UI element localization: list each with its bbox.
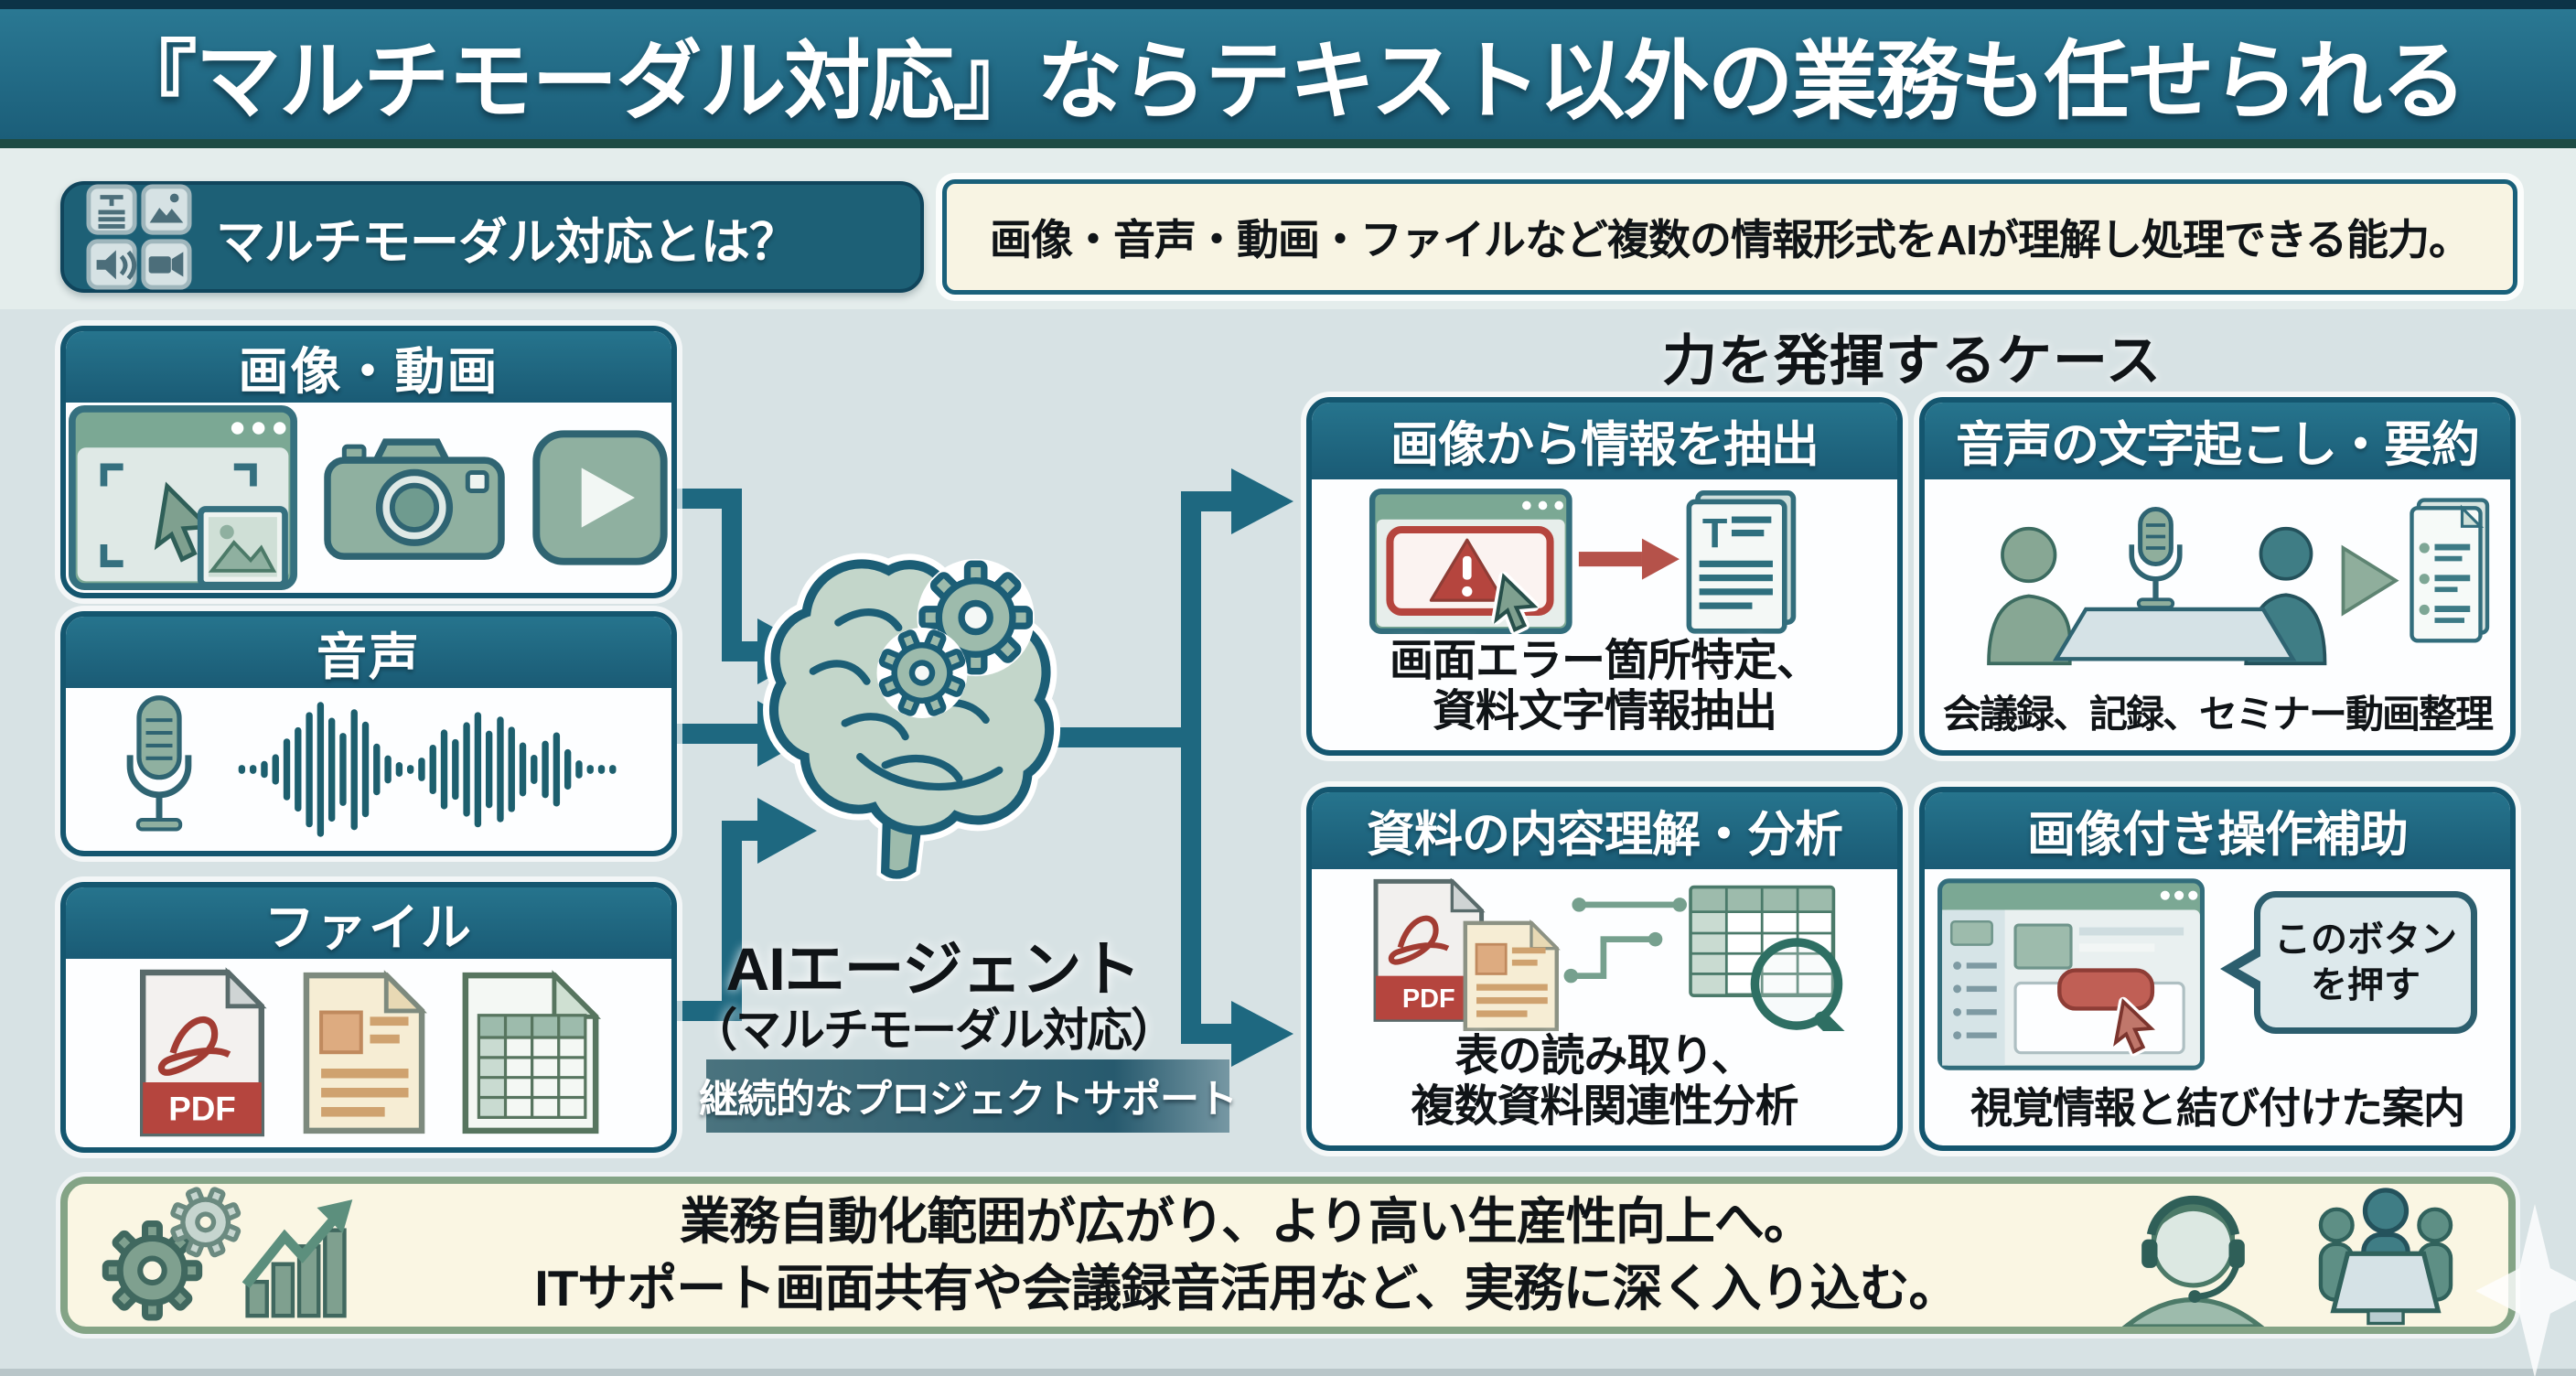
- modality-grid-icon: [86, 184, 192, 290]
- input-box-body: [66, 688, 671, 851]
- input-box-header: 画像・動画: [66, 331, 671, 403]
- text-document-icon: [1463, 919, 1561, 1031]
- camera-icon: [324, 438, 505, 560]
- page-title: 『マルチモーダル対応』ならテキスト以外の業務も任せられる: [111, 33, 2466, 129]
- agent-banner: 継続的なプロジェクトサポート: [699, 1059, 1238, 1133]
- case-caption: 視覚情報と結び付けた案内: [1970, 1083, 2465, 1132]
- case-title: 画像付き操作補助: [2027, 808, 2409, 862]
- definition-text: 画像・音声・動画・ファイルなど複数の情報形式をAIが理解し処理できる能力。: [989, 216, 2471, 263]
- doc-letter-glyph: T: [1702, 510, 1727, 556]
- ai-brain-icon: [763, 553, 1060, 881]
- team-icon: [2318, 1188, 2453, 1326]
- definition-label-text: マルチモーダル対応とは？: [216, 214, 799, 270]
- input-box-audio: 音声: [60, 611, 677, 856]
- input-box-files: ファイル PDF: [60, 882, 677, 1153]
- input-title: 音声: [316, 629, 421, 685]
- agent-subtitle: （マルチモーダル対応）: [692, 1005, 1176, 1056]
- cursor-icon: [1494, 573, 1539, 632]
- microphone-icon: [126, 695, 192, 832]
- case-caption: 表の読み取り、 複数資料関連性分析: [1411, 1031, 1798, 1132]
- input-box-header: 音声: [66, 617, 671, 688]
- pdf-file-icon: PDF: [140, 967, 267, 1137]
- multimodal-definition-label: マルチモーダル対応とは？: [60, 181, 924, 293]
- title-band: 『マルチモーダル対応』ならテキスト以外の業務も任せられる: [0, 9, 2576, 139]
- arrow-right-icon: [2341, 544, 2399, 617]
- input-box-body: PDF: [66, 959, 671, 1147]
- agent-name: AIエージェント: [725, 935, 1142, 1003]
- case-title: 音声の文字起こし・要約: [1956, 418, 2480, 472]
- footer-line-1: 業務自動化範囲が広がり、より高い生産性向上へ。: [680, 1193, 1814, 1251]
- case-box-image-extraction: 画像から情報を抽出 T: [1306, 397, 1903, 756]
- footer-text: 業務自動化範囲が広がり、より高い生産性向上へ。 ITサポート画面共有や会議録音活…: [402, 1188, 2090, 1321]
- pdf-badge-text: PDF: [1402, 984, 1455, 1014]
- case-caption: 画面エラー箇所特定、 資料文字情報抽出: [1389, 636, 1820, 736]
- speech-bubble: このボタン を押す: [2220, 891, 2477, 1034]
- cases-heading: 力を発揮するケース: [1662, 330, 2162, 392]
- document-analysis-illustration: PDF: [1373, 878, 1852, 1031]
- case-title: 資料の内容理解・分析: [1367, 808, 1843, 862]
- definition-box: 画像・音声・動画・ファイルなど複数の情報形式をAIが理解し処理できる能力。: [942, 179, 2517, 295]
- spreadsheet-icon: [462, 970, 602, 1134]
- cursor-icon: [2113, 998, 2156, 1055]
- input-box-images-video: 画像・動画: [60, 326, 677, 598]
- gear-icon: [876, 628, 968, 718]
- case-caption: 会議録、記録、セミナー動画整理: [1942, 693, 2494, 736]
- speech-bubble-tail: [2238, 954, 2264, 984]
- link-connector-icon: [1563, 898, 1687, 984]
- magnifier-icon: [1750, 938, 1843, 1030]
- visual-assist-illustration: このボタン を押す: [1932, 878, 2503, 1072]
- pdf-badge-text: PDF: [168, 1091, 236, 1128]
- case-box-document-analysis: 資料の内容理解・分析 PDF: [1306, 787, 1903, 1151]
- meeting-transcription-illustration: [1987, 498, 2490, 666]
- browser-screenshot-icon: [69, 405, 297, 590]
- automation-growth-icon: [102, 1187, 353, 1321]
- title-underline-strip: [0, 139, 2576, 148]
- input-box-header: ファイル: [66, 887, 671, 959]
- summary-document-icon: [2410, 498, 2490, 643]
- image-extraction-illustration: T: [1368, 489, 1797, 635]
- footer-bar: 業務自動化範囲が広がり、より高い生産性向上へ。 ITサポート画面共有や会議録音活…: [60, 1177, 2516, 1334]
- text-document-icon: [303, 970, 427, 1134]
- case-box-visual-assist: 画像付き操作補助: [1919, 787, 2516, 1151]
- top-edge-strip: [0, 0, 2576, 9]
- case-box-audio-transcription: 音声の文字起こし・要約: [1919, 397, 2516, 756]
- highlighted-button: [2057, 968, 2155, 1011]
- play-button-icon: [532, 430, 668, 565]
- input-title: ファイル: [263, 899, 473, 956]
- footer-line-2: ITサポート画面共有や会議録音活用など、実務に深く入り込む。: [534, 1260, 1959, 1317]
- input-box-body: [66, 403, 671, 593]
- waveform-icon: [238, 702, 617, 837]
- headset-agent-icon: [2121, 1195, 2265, 1327]
- input-title: 画像・動画: [238, 343, 499, 400]
- app-window-icon: [1937, 878, 2205, 1070]
- case-title: 画像から情報を抽出: [1390, 418, 1819, 472]
- bottom-edge-strip: [0, 1369, 2576, 1376]
